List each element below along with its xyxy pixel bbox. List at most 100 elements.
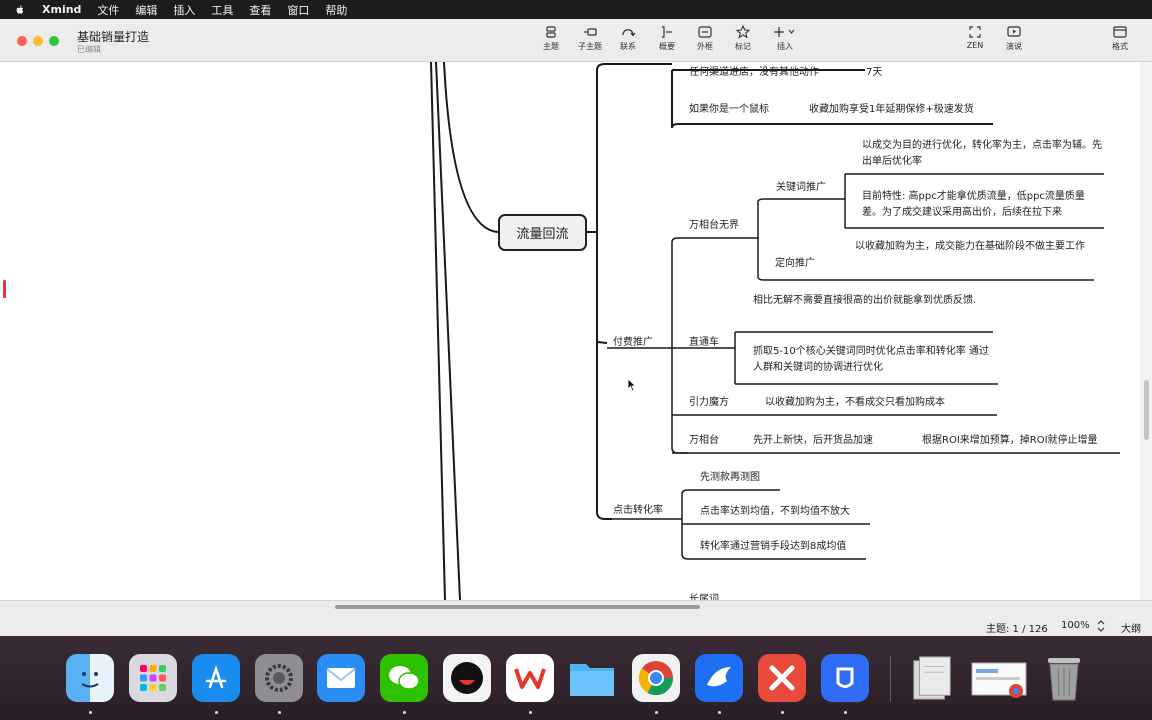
wps-icon[interactable] xyxy=(506,654,554,702)
finder-icon[interactable] xyxy=(66,654,114,702)
dock xyxy=(0,636,1152,720)
menu-insert[interactable]: 插入 xyxy=(173,3,196,17)
vertical-scrollbar-thumb[interactable] xyxy=(1144,380,1149,440)
format-panel-button[interactable]: 格式 xyxy=(1102,25,1138,59)
black-circle-app-icon[interactable] xyxy=(443,654,491,702)
relationship-icon xyxy=(622,29,636,37)
central-topic[interactable]: 流量回流 xyxy=(498,214,587,251)
summary-button[interactable]: 概要 xyxy=(649,25,685,59)
node-seven-days[interactable]: 7天 xyxy=(866,67,883,78)
relationship-button[interactable]: 联系 xyxy=(610,25,646,59)
boundary-icon xyxy=(698,26,712,38)
running-indicator xyxy=(403,711,406,714)
star-icon xyxy=(735,25,751,39)
chrome-icon[interactable] xyxy=(632,654,680,702)
node-keyword-note-1[interactable]: 以成交为目的进行优化，转化率为主，点击率为辅。先出单后优化率 xyxy=(862,140,1102,167)
circle-face-icon xyxy=(451,662,483,694)
running-indicator xyxy=(718,711,721,714)
menu-window[interactable]: 窗口 xyxy=(287,3,310,17)
subtopic-icon xyxy=(584,28,597,36)
minimize-window-button[interactable] xyxy=(33,36,43,46)
menu-tools[interactable]: 工具 xyxy=(211,3,234,17)
node-zhitongche[interactable]: 直通车 xyxy=(689,337,719,348)
node-ctr-item-2[interactable]: 点击率达到均值，不到均值不放大 xyxy=(700,506,850,517)
running-indicator xyxy=(278,711,281,714)
menu-bar: Xmind 文件 编辑 插入 工具 查看 窗口 帮助 xyxy=(0,0,1152,19)
node-keyword-note-2[interactable]: 目前特性: 高ppc才能拿优质流量，低ppc流量质量差。为了成交建议采用高出价，… xyxy=(862,191,1085,218)
plus-chevron-icon xyxy=(774,27,795,37)
chat-bubbles-icon xyxy=(389,666,420,690)
marker-button[interactable]: 标记 xyxy=(725,25,761,59)
topic-icon xyxy=(546,26,556,38)
menu-edit[interactable]: 编辑 xyxy=(135,3,158,17)
system-settings-icon[interactable] xyxy=(255,654,303,702)
screenshot-stack-icon[interactable] xyxy=(970,654,1028,702)
node-ctr-item-3[interactable]: 转化率通过营销手段达到8成均值 xyxy=(700,541,847,552)
outline-button[interactable]: 大纲 xyxy=(1121,624,1141,635)
close-window-button[interactable] xyxy=(17,36,27,46)
menu-app-name[interactable]: Xmind xyxy=(42,3,82,16)
topic-button[interactable]: 主题 xyxy=(533,25,569,59)
node-wxt-note-1[interactable]: 先开上新快，后开货品加速 xyxy=(753,435,873,446)
mouse-cursor-icon xyxy=(627,378,637,392)
app-store-icon[interactable] xyxy=(192,654,240,702)
document-stack-icon xyxy=(913,656,951,700)
zoom-window-button[interactable] xyxy=(49,36,59,46)
node-wanxiangtai-wujie[interactable]: 万相台无界 xyxy=(689,220,739,231)
zen-button[interactable]: ZEN xyxy=(957,25,993,59)
node-ylmf-note[interactable]: 以收藏加购为主，不看成交只看加购成本 xyxy=(765,397,945,408)
node-wxt-note-2[interactable]: 根据ROI来增加预算，掉ROI就停止增量 xyxy=(922,435,1098,446)
node-if-mouse[interactable]: 如果你是一个鼠标 xyxy=(689,104,769,115)
mail-icon[interactable] xyxy=(317,654,365,702)
wechat-icon[interactable] xyxy=(380,654,428,702)
files-folder-icon[interactable] xyxy=(568,654,616,702)
node-fav-cart-benefit[interactable]: 收藏加购享受1年延期保修+极速发货 xyxy=(809,104,974,115)
zoom-level[interactable]: 100% xyxy=(1061,620,1090,631)
documents-stack-icon[interactable] xyxy=(908,654,956,702)
running-indicator xyxy=(215,711,218,714)
node-ctr-item-1[interactable]: 先测款再测图 xyxy=(700,472,760,483)
node-wanxiangtai[interactable]: 万相台 xyxy=(689,435,719,446)
present-button[interactable]: 演说 xyxy=(996,25,1032,59)
node-ztc-note-1[interactable]: 相比无解不需要直接很高的出价就能拿到优质反馈. xyxy=(753,295,977,306)
mindmap-connectors xyxy=(430,62,1120,600)
document-title: 基础销量打造 xyxy=(77,30,150,44)
node-targeted-promotion[interactable]: 定向推广 xyxy=(775,258,815,269)
node-targeted-note[interactable]: 以收藏加购为主，成交能力在基础阶段不做主要工作 xyxy=(855,241,1085,252)
menu-view[interactable]: 查看 xyxy=(249,3,272,17)
summary-label: 概要 xyxy=(659,42,675,51)
node-paid-promotion[interactable]: 付费推广 xyxy=(613,337,653,348)
feishu-icon[interactable] xyxy=(695,654,743,702)
launchpad-icon[interactable] xyxy=(129,654,177,702)
trash-can-icon xyxy=(1048,658,1080,701)
dock-separator xyxy=(890,656,891,702)
mindmap-canvas[interactable]: 任何渠道进店，没有其他动作 7天 如果你是一个鼠标 收藏加购享受1年延期保修+极… xyxy=(0,62,1140,600)
present-label: 演说 xyxy=(1006,42,1022,51)
format-label: 格式 xyxy=(1112,42,1128,51)
subtopic-button[interactable]: 子主题 xyxy=(572,25,608,59)
apple-icon[interactable] xyxy=(14,4,26,16)
trash-icon[interactable] xyxy=(1040,654,1088,702)
boundary-button[interactable]: 外框 xyxy=(687,25,723,59)
xmind-icon[interactable] xyxy=(758,654,806,702)
node-ctr[interactable]: 点击转化率 xyxy=(613,505,663,516)
topic-count: 主题: 1 / 126 xyxy=(986,624,1048,635)
node-yinli-mofang[interactable]: 引力魔方 xyxy=(689,397,729,408)
running-indicator xyxy=(781,711,784,714)
topic-label: 主题 xyxy=(543,42,559,51)
node-long-tail-partial[interactable]: 长尾词 xyxy=(689,594,719,600)
bird-icon xyxy=(707,667,731,687)
node-no-action[interactable]: 任何渠道进店，没有其他动作 xyxy=(689,67,819,78)
node-ztc-note-2[interactable]: 抓取5-10个核心关键词同时优化点击率和转化率 通过人群和关键词的协调进行优化 xyxy=(753,346,989,373)
menu-help[interactable]: 帮助 xyxy=(325,3,348,17)
zoom-stepper-icon[interactable] xyxy=(1097,619,1105,633)
gear-icon xyxy=(265,664,293,692)
screenshot-thumbnail-icon xyxy=(971,662,1027,698)
horizontal-scrollbar-thumb[interactable] xyxy=(335,605,700,609)
dingtalk-icon[interactable] xyxy=(821,654,869,702)
insert-button[interactable]: 插入 xyxy=(767,25,803,59)
insert-label: 插入 xyxy=(777,42,793,51)
menu-file[interactable]: 文件 xyxy=(97,3,120,17)
vertical-scrollbar-track[interactable] xyxy=(1140,62,1152,600)
node-keyword-promotion[interactable]: 关键词推广 xyxy=(776,182,826,193)
